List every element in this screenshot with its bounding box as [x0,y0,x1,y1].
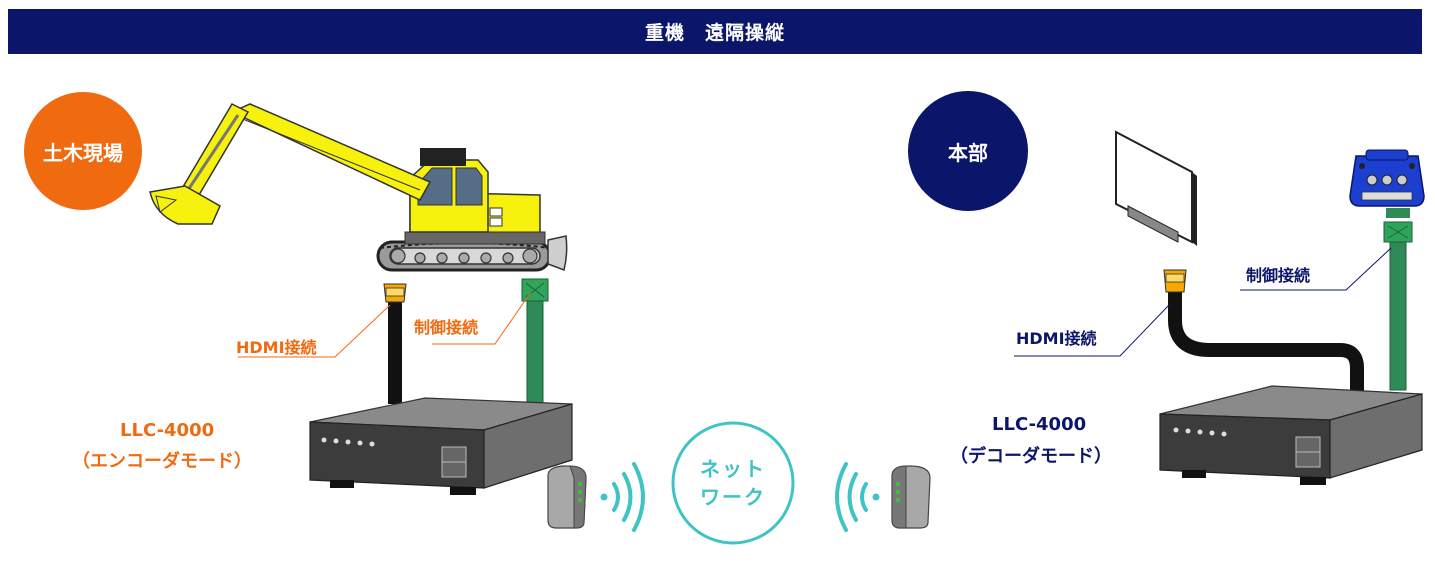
decoder-box-icon [1159,385,1423,485]
wireless-router-icon [891,465,931,529]
page-title: 重機 遠隔操縦 [8,9,1422,54]
network-circle [671,421,795,545]
encoder-mode-label: （エンコーダモード） [72,451,252,472]
site-control-cable [521,278,549,409]
hq-control-leader [1240,247,1392,291]
network-label: ネット ワーク [678,455,788,511]
hq-badge: 本部 [908,91,1028,211]
decoder-model-label: LLC-4000 [992,414,1087,435]
excavator-icon [149,103,568,272]
encoder-box-icon [309,397,573,495]
hq-hdmi-leader [1014,303,1171,357]
hq-hdmi-label: HDMI接続 [1016,329,1097,348]
hq-control-label: 制御接続 [1246,266,1311,285]
wireless-signal-icon [600,462,645,532]
network-label-line1: ネット [700,457,766,481]
site-hdmi-cable [383,283,407,404]
site-hdmi-leader [238,304,391,358]
encoder-model-label: LLC-4000 [120,420,215,441]
wireless-signal-icon [835,462,880,532]
joystick-controller-icon [1349,149,1425,207]
hq-hdmi-cable [1163,269,1364,392]
hq-control-cable [1383,208,1413,391]
site-badge: 土木現場 [24,92,142,210]
site-hdmi-label: HDMI接続 [236,338,317,357]
network-label-line2: ワーク [700,485,766,509]
wireless-router-icon [547,465,587,529]
site-control-leader [432,291,532,345]
site-control-label: 制御接続 [414,318,479,337]
monitor-icon [1115,130,1197,246]
decoder-mode-label: （デコーダモード） [950,446,1112,467]
